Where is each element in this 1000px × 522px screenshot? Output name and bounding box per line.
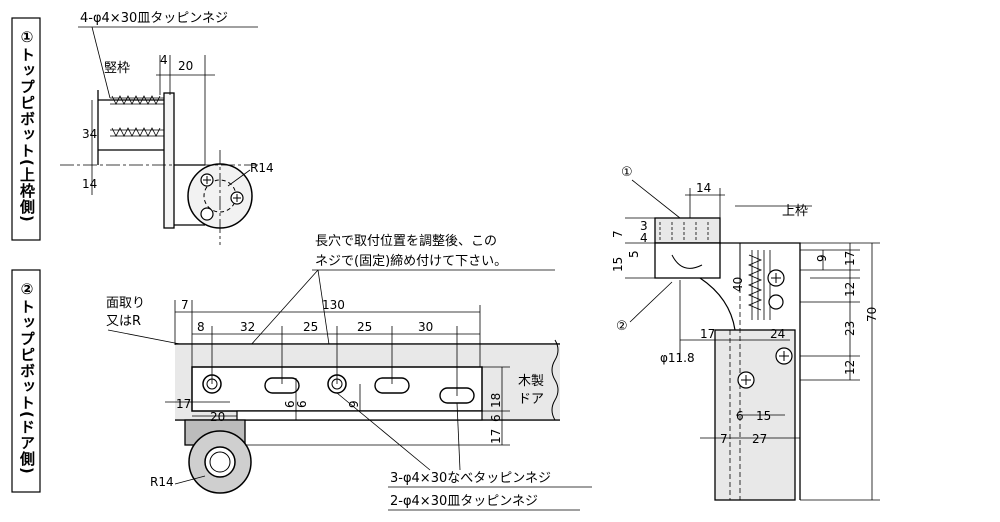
chamfer-label-2: 又はR [106,314,141,329]
right-frame-label: 上枠 [782,204,808,219]
svg-text:17: 17 [700,327,715,341]
svg-text:5: 5 [627,250,641,258]
screw-note-2: 2-φ4×30皿タッピンネジ [390,494,538,509]
svg-text:25: 25 [303,320,318,334]
svg-text:17: 17 [176,397,191,411]
svg-text:70: 70 [865,307,879,322]
svg-text:20: 20 [210,410,225,424]
middle-view: 長穴で取付位置を調整後、この ネジで(固定)締め付けて下さい。 面取り 又はR … [106,234,592,511]
svg-text:18: 18 [489,393,503,408]
screw-note-1: 3-φ4×30なべタッピンネジ [390,471,551,486]
svg-text:12: 12 [843,360,857,375]
svg-text:①トップピボット(上枠側): ①トップピボット(上枠側) [18,28,36,223]
svg-text:24: 24 [770,327,785,341]
svg-text:14: 14 [82,177,97,191]
chamfer-label-1: 面取り [106,296,145,311]
svg-text:φ11.8: φ11.8 [660,351,695,365]
svg-text:7: 7 [181,298,189,312]
wood-door-label-1: 木製 [518,374,544,389]
middle-note-line1: 長穴で取付位置を調整後、この [315,234,497,249]
svg-text:7: 7 [720,432,728,446]
svg-text:R14: R14 [150,475,174,489]
svg-text:32: 32 [240,320,255,334]
side-label-bottom: ②トップピボット(ドア側) [11,269,41,493]
svg-text:23: 23 [843,321,857,336]
svg-text:7: 7 [611,230,625,238]
svg-text:9: 9 [347,400,361,408]
svg-text:4: 4 [640,231,648,245]
wood-door-label-2: ドア [518,392,544,407]
upper-frame-label: 竪枠 [104,61,130,76]
upper-view: 4-φ4×30皿タッピンネジ 竪枠 R14 [60,11,274,245]
svg-text:4: 4 [160,53,168,67]
callout-1: ① [621,165,633,180]
upper-screw-note: 4-φ4×30皿タッピンネジ [80,11,228,26]
svg-text:R14: R14 [250,161,274,175]
svg-text:17: 17 [489,429,503,444]
svg-text:15: 15 [756,409,771,423]
svg-text:6: 6 [489,414,503,422]
side-label-top: ①トップピボット(上枠側) [11,17,41,241]
svg-text:25: 25 [357,320,372,334]
svg-text:9: 9 [815,254,829,262]
svg-text:27: 27 [752,432,767,446]
svg-text:②トップピボット(ドア側): ②トップピボット(ドア側) [18,280,36,475]
svg-text:3: 3 [640,219,648,233]
svg-text:130: 130 [322,298,345,312]
svg-text:12: 12 [843,282,857,297]
right-view: ① ② 上枠 14 [611,165,880,501]
svg-text:20: 20 [178,59,193,73]
svg-text:14: 14 [696,181,711,195]
svg-text:34: 34 [82,127,97,141]
middle-note-line2: ネジで(固定)締め付けて下さい。 [315,253,507,269]
svg-text:6: 6 [295,400,309,408]
svg-text:40: 40 [731,277,745,292]
svg-text:30: 30 [418,320,433,334]
svg-text:8: 8 [197,320,205,334]
svg-text:15: 15 [611,257,625,272]
svg-text:6: 6 [736,409,744,423]
svg-text:17: 17 [843,251,857,266]
callout-2: ② [616,319,628,334]
svg-text:6: 6 [283,400,297,408]
